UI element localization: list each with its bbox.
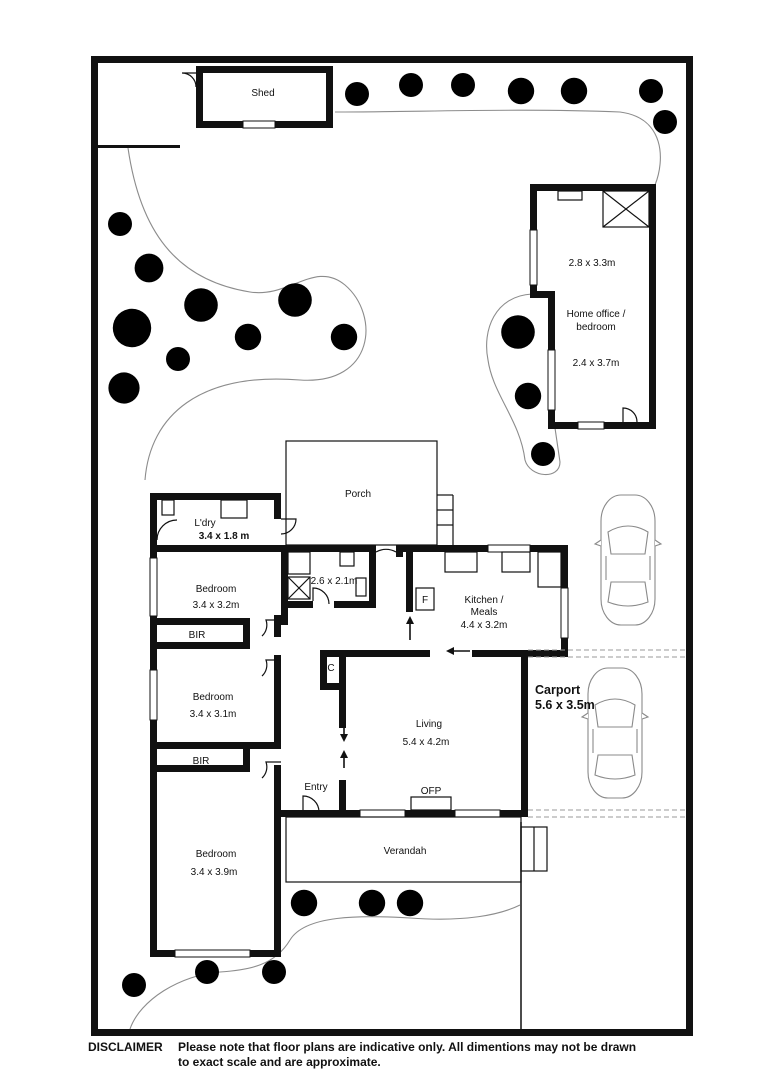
- kitchen-size: 4.4 x 3.2m: [461, 620, 508, 631]
- bedroom2-label: Bedroom: [193, 692, 234, 703]
- kitchen-label-2: Meals: [471, 607, 498, 618]
- car-icon: [594, 494, 662, 626]
- bir2-label: BIR: [193, 756, 210, 767]
- house-walls: [149, 493, 569, 958]
- living-label: Living: [416, 719, 442, 730]
- disclaimer-line-1: DISCLAIMER Please note that floor plans a…: [88, 1040, 728, 1055]
- bedroom2-size: 3.4 x 3.1m: [190, 709, 237, 720]
- laundry-label: L'dry: [194, 518, 215, 529]
- bedroom1-label: Bedroom: [196, 584, 237, 595]
- home-office-label-2: bedroom: [576, 322, 615, 333]
- home-office-label-1: Home office /: [567, 309, 626, 320]
- carport-label: Carport: [535, 683, 581, 697]
- carport: [528, 494, 686, 818]
- ofp-label: OFP: [421, 786, 442, 797]
- porch-label: Porch: [345, 489, 371, 500]
- bedroom3-size: 3.4 x 3.9m: [191, 867, 238, 878]
- home-office-size-top: 2.8 x 3.3m: [569, 258, 616, 269]
- disclaimer: DISCLAIMER Please note that floor plans a…: [88, 1040, 728, 1070]
- entry-label: Entry: [304, 782, 327, 793]
- home-office-size-bottom: 2.4 x 3.7m: [573, 358, 620, 369]
- kitchen-label-1: Kitchen /: [465, 595, 504, 606]
- bedroom1-size: 3.4 x 3.2m: [193, 600, 240, 611]
- floor-plan: Shed 2.8 x 3.3m Home office / bedroom 2.…: [91, 56, 693, 1036]
- garden-plants: [108, 73, 677, 997]
- garden-paths: [127, 109, 661, 1030]
- direction-arrows: [340, 616, 470, 768]
- bedroom3-label: Bedroom: [196, 849, 237, 860]
- carport-size: 5.6 x 3.5m: [535, 698, 595, 712]
- laundry-size: 3.4 x 1.8 m: [199, 531, 250, 542]
- disclaimer-text-1: Please note that floor plans are indicat…: [178, 1040, 637, 1054]
- disclaimer-heading: DISCLAIMER: [88, 1040, 163, 1054]
- bathroom-size: 2.6 x 2.1m: [311, 576, 358, 587]
- living-size: 5.4 x 4.2m: [403, 737, 450, 748]
- cupboard-label: C: [327, 663, 334, 674]
- fridge-label: F: [422, 595, 428, 606]
- car-icon: [581, 667, 649, 799]
- shed-walls: [181, 66, 333, 129]
- verandah-label: Verandah: [384, 846, 427, 857]
- shed-label: Shed: [251, 88, 274, 99]
- bir1-label: BIR: [189, 630, 206, 641]
- disclaimer-text-2: to exact scale and are approximate.: [178, 1055, 381, 1069]
- home-office-walls: [529, 184, 656, 430]
